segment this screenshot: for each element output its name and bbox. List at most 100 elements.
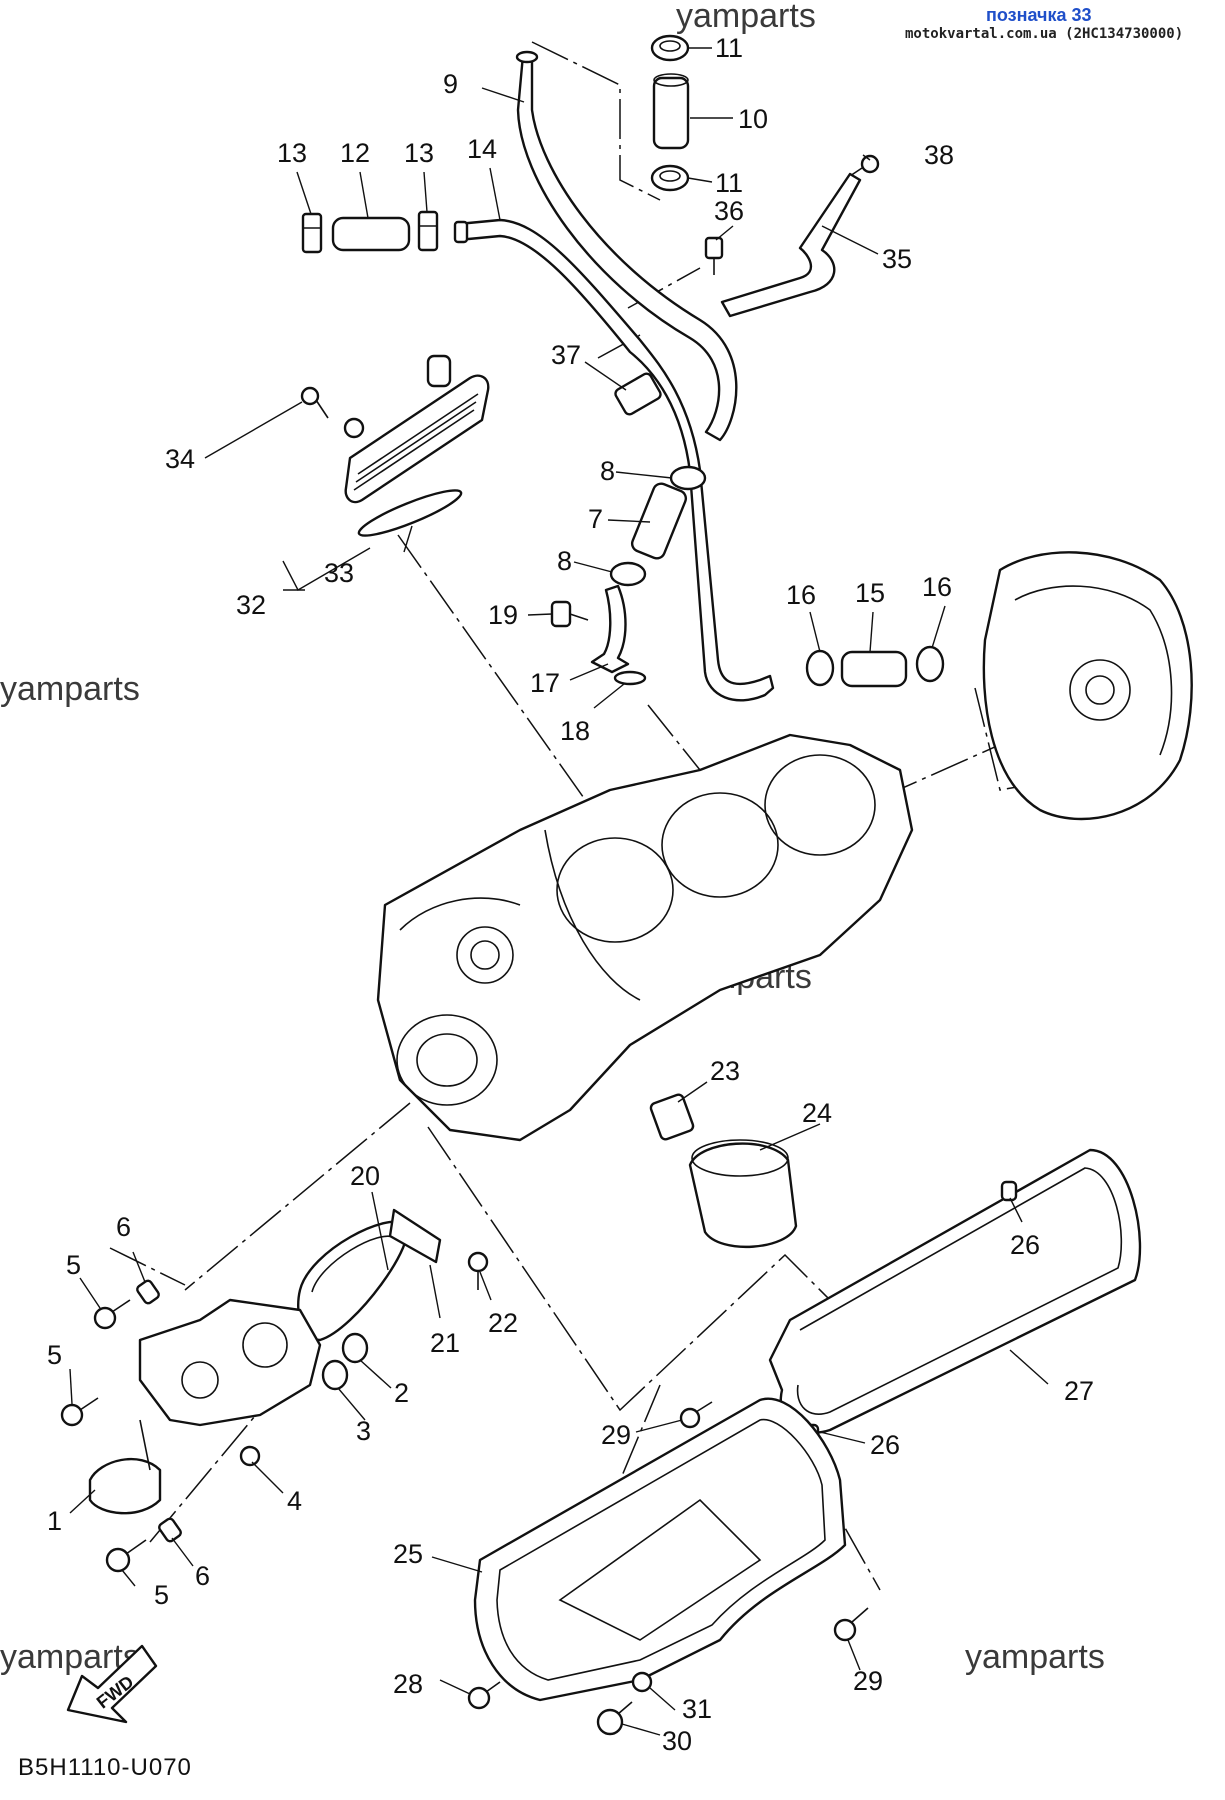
callout-4: 4	[287, 1486, 302, 1516]
leader-lines	[69, 47, 1049, 1736]
bracket-35	[720, 172, 862, 318]
callout-24: 24	[802, 1098, 832, 1128]
watermark: yamparts	[965, 1638, 1105, 1676]
diagram-code: B5H1110-U070	[18, 1754, 192, 1781]
callout-6: 6	[116, 1212, 131, 1242]
bolt-29a	[679, 1401, 713, 1429]
callout-8: 8	[600, 456, 615, 486]
callout-12: 12	[340, 138, 370, 168]
callout-35: 35	[882, 244, 912, 274]
callout-8: 8	[557, 546, 572, 576]
bolt-34	[300, 386, 329, 419]
hose-12	[331, 216, 411, 252]
oil-pan-25	[473, 1397, 847, 1702]
bolt-5b	[60, 1397, 99, 1427]
callout-5: 5	[154, 1580, 169, 1610]
bolt-28	[467, 1681, 501, 1710]
callout-29: 29	[601, 1420, 631, 1450]
callout-26: 26	[1010, 1230, 1040, 1260]
callout-13: 13	[404, 138, 434, 168]
callout-7: 7	[588, 504, 603, 534]
clamp-16b	[915, 645, 945, 683]
oil-cooler-32	[343, 354, 490, 504]
hose-10	[652, 73, 690, 150]
oil-filter-24	[688, 1139, 798, 1249]
callout-21: 21	[430, 1328, 460, 1358]
callout-26: 26	[870, 1430, 900, 1460]
oring-2	[341, 1332, 369, 1364]
callout-16: 16	[922, 572, 952, 602]
clamp-8a	[669, 465, 707, 491]
clamp-13b	[417, 210, 439, 252]
hose-15	[840, 650, 908, 688]
clamp-11a	[650, 34, 690, 62]
dowel-6a	[136, 1279, 160, 1305]
callout-16: 16	[786, 580, 816, 610]
oil-pump-assembly-1	[88, 1298, 322, 1515]
callout-10: 10	[738, 104, 768, 134]
callout-25: 25	[393, 1539, 423, 1569]
pipe-17	[590, 584, 630, 674]
callout-14: 14	[467, 134, 497, 164]
callout-34: 34	[165, 444, 195, 474]
callout-11: 11	[715, 168, 743, 198]
callout-22: 22	[488, 1308, 518, 1338]
callout-37: 37	[551, 340, 581, 370]
callout-23: 23	[710, 1056, 740, 1086]
clamp-8b	[609, 561, 647, 587]
bolt-19	[550, 600, 589, 628]
callout-20: 20	[350, 1161, 380, 1191]
callout-15: 15	[855, 578, 885, 608]
callout-labels: 1 2 3 4 5 5 5 6 6 7 8 8 9 10 11 11 12 13…	[47, 33, 1094, 1756]
bolt-5c	[105, 1539, 147, 1573]
callout-33: 33	[324, 558, 354, 588]
dowel-26a	[1000, 1180, 1018, 1202]
oring-33	[357, 489, 463, 537]
drain-bolt-30	[596, 1701, 633, 1736]
watermark: yamparts	[0, 670, 140, 708]
oring-4	[239, 1445, 261, 1467]
callout-31: 31	[682, 1694, 712, 1724]
callout-13: 13	[277, 138, 307, 168]
callout-29: 29	[853, 1666, 883, 1696]
breather-hose-9	[515, 50, 738, 442]
bolt-22	[467, 1251, 489, 1290]
clamp-11b	[650, 164, 690, 192]
bolt-29b	[833, 1607, 869, 1642]
callout-1: 1	[47, 1506, 62, 1536]
diagram-source-label: motokvartal.com.ua (2HC134730000)	[905, 26, 1184, 42]
engine-side-cover	[982, 551, 1193, 821]
callout-32: 32	[236, 590, 266, 620]
bolt-38	[849, 154, 880, 177]
callout-6: 6	[195, 1561, 210, 1591]
callout-5: 5	[66, 1250, 81, 1280]
oring-3	[321, 1359, 349, 1391]
clamp-37	[614, 372, 662, 416]
hose-7	[630, 482, 688, 560]
callout-9: 9	[443, 69, 458, 99]
diagram-tag-label: позначка 33	[986, 5, 1092, 25]
chain-20	[297, 1220, 409, 1342]
dowel-6b	[158, 1517, 182, 1543]
crankcase-upper	[376, 733, 914, 1142]
bolt-36	[704, 236, 724, 275]
callout-5: 5	[47, 1340, 62, 1370]
clamp-16a	[805, 649, 835, 687]
watermark: yamparts	[676, 0, 816, 35]
oring-18	[613, 670, 647, 686]
clamp-13a	[301, 212, 323, 254]
callout-36: 36	[714, 196, 744, 226]
callout-11: 11	[715, 33, 743, 63]
hose-14	[453, 218, 775, 702]
callout-28: 28	[393, 1669, 423, 1699]
callout-27: 27	[1064, 1376, 1094, 1406]
callout-30: 30	[662, 1726, 692, 1756]
callout-17: 17	[530, 668, 560, 698]
chain-guide-21	[388, 1208, 442, 1264]
union-bolt-23	[649, 1093, 695, 1141]
bolt-5a	[93, 1299, 131, 1330]
callout-38: 38	[924, 140, 954, 170]
callout-18: 18	[560, 716, 590, 746]
callout-19: 19	[488, 600, 518, 630]
